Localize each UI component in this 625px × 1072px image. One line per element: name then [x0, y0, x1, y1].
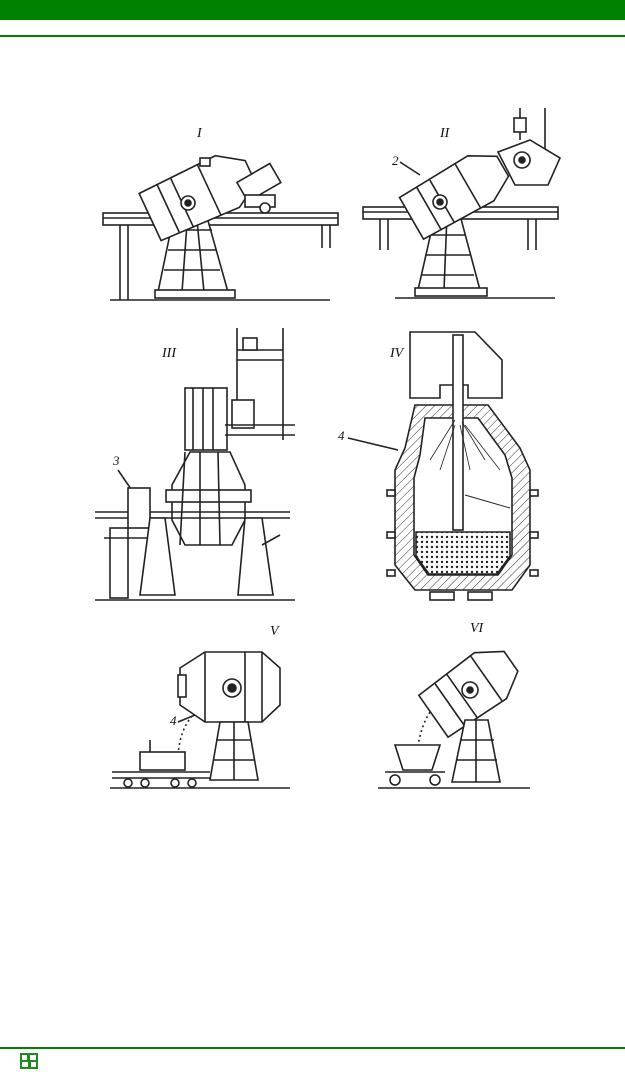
panel-vi-label: VI	[470, 621, 485, 636]
header-divider	[0, 35, 625, 37]
callout-4-iv: 4	[338, 428, 345, 443]
panel-iv: IV 4	[338, 331, 539, 601]
panel-i: I	[102, 126, 339, 301]
panel-v-label: V	[270, 624, 280, 639]
footer-divider	[0, 1047, 625, 1049]
panel-iii-label: III	[161, 346, 177, 361]
panel-ii: II 2	[362, 108, 562, 299]
header-bar	[0, 0, 625, 20]
callout-4-v: 4	[170, 713, 177, 728]
panel-iv-label: IV	[389, 346, 405, 361]
callout-2: 2	[392, 153, 399, 168]
panel-vi: VI	[378, 621, 530, 789]
app-logo-icon	[20, 1053, 38, 1069]
callout-3: 3	[112, 453, 120, 468]
panel-iii: III 3	[95, 328, 295, 601]
panel-i-label: I	[196, 126, 203, 141]
panel-v: V 4	[110, 624, 290, 789]
panel-ii-label: II	[439, 126, 451, 141]
